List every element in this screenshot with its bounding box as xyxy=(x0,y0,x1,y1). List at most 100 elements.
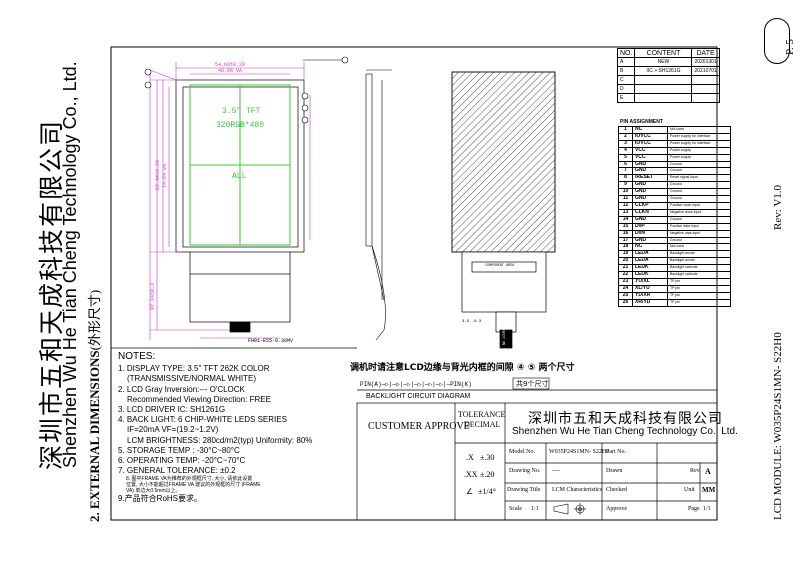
titleblock-company-cn: 深圳市五和天成科技有限公司 xyxy=(528,411,723,427)
pin-description: Backlight anode xyxy=(667,250,731,259)
drawing-no: ---- xyxy=(552,468,560,474)
backlight-pins: PIN(A)─▷|─▷|─▷|─▷|─▷|─▷|─PIN(K) xyxy=(360,381,472,388)
pin-description: Ground xyxy=(667,167,731,176)
drawing-title-label: Drawing Title xyxy=(507,487,541,493)
pin-description: Not used xyxy=(667,126,731,134)
note-item: 1. DISPLAY TYPE: 3.5" TFT 262K COLOR xyxy=(118,364,270,374)
note-item: LCM BRIGHTNESS: 280cd/m2(typ) Uniformity… xyxy=(127,435,313,445)
rev-date xyxy=(691,93,720,103)
rev-header-no: NO. xyxy=(616,48,636,58)
note-item: 位置, 大小不能超过FRAME VA 建议的外观框的尺寸 (FRAME xyxy=(126,482,261,489)
approve-label: Approve xyxy=(606,506,627,512)
note-item: 6. OPERATING TEMP: -20°C~70°C xyxy=(118,456,246,466)
pin-description: Ground xyxy=(667,236,731,245)
note-item: Recommended Viewing Direction: FREE xyxy=(127,394,271,404)
no-cover-label: NO COVER xyxy=(503,327,507,345)
fpc-outline xyxy=(189,273,291,323)
unit-label: Unit xyxy=(684,487,695,493)
rev-header-date: DATE xyxy=(691,48,720,58)
rev-date xyxy=(691,84,720,94)
rev-content: IIC > SH1261G xyxy=(634,66,693,76)
tol-angle: ∠ xyxy=(466,487,474,496)
decimal-label: DECIMAL xyxy=(464,420,501,429)
callouts xyxy=(144,56,349,124)
note-item: 3. LCD DRIVER IC: SH1261G xyxy=(118,405,226,415)
tol-xx-val: ±.20 xyxy=(480,470,495,479)
pin-description: Power supply for interface xyxy=(667,132,731,141)
module-outline xyxy=(175,79,305,253)
rev-no: C xyxy=(616,75,636,85)
drawing-title: LCM Characteristics xyxy=(552,487,603,493)
rev-date: 20201301 xyxy=(691,57,720,67)
fpc-part-label: FH01-E55-0.36MV xyxy=(248,338,293,344)
rev-content xyxy=(634,93,693,103)
pin-description: TP pin xyxy=(667,284,731,293)
page-value: 1/1 xyxy=(703,506,711,512)
pin-description: TP pin xyxy=(667,291,731,300)
pin-description: TP pin xyxy=(667,277,731,286)
title-block xyxy=(356,402,718,521)
pin-description: Positive clock input xyxy=(667,201,731,210)
pin-number: 16 xyxy=(618,229,633,238)
rev-no: A xyxy=(616,57,636,67)
rev-no: E xyxy=(616,93,636,103)
pin-symbol: XR/YD xyxy=(632,298,668,307)
side-view xyxy=(365,69,392,341)
backlight-diagram-title: BACKLIGHT CIRCUIT DIAGRAM xyxy=(366,393,471,400)
active-area xyxy=(189,84,291,246)
pin-description: Ground xyxy=(667,195,731,203)
part-no-label: Part No. xyxy=(606,449,626,455)
pin-description: Power supply for interface xyxy=(667,139,731,148)
rev-date: 20210701 xyxy=(691,66,720,76)
rev-value: A xyxy=(705,467,711,476)
customer-approve: CUSTOMER APPROVE xyxy=(368,421,470,432)
pin-description: Ground xyxy=(667,181,731,190)
note-item: 9.产品符合RoHS要求。 xyxy=(118,494,203,504)
pin-number: 26 xyxy=(618,298,633,307)
pin-symbol: D0N xyxy=(632,229,668,238)
pin-description: Ground xyxy=(667,215,731,224)
pin-symbol: VCC xyxy=(632,153,668,162)
tolerance-label: TOLERANCE xyxy=(458,410,506,419)
all-label: ALL xyxy=(232,172,247,181)
scale-label: Scale xyxy=(509,506,522,512)
note-item: 4. BACK LIGHT: 6 CHIP-WHITE LEDS SERIES xyxy=(118,415,287,425)
pin-description: Ground xyxy=(667,160,731,169)
rev-label: Rev. xyxy=(690,468,701,474)
dimension-labels: 54.66±0.20 48.96 VA 82.04±0.20 74.64 VA … xyxy=(150,62,245,310)
rev-no: B xyxy=(616,66,636,76)
model-no-label: Model No. xyxy=(509,449,535,455)
checked-label: Checked xyxy=(606,487,627,493)
tol-x: .X xyxy=(466,453,474,462)
rev-content xyxy=(634,75,693,85)
page-badge: P. 5 xyxy=(764,18,796,64)
pin-description: Not used xyxy=(667,243,731,252)
resolution-label: 320RGB*480 xyxy=(216,121,264,130)
pin-number: 5 xyxy=(618,153,633,162)
svg-text:48.96 VA: 48.96 VA xyxy=(218,68,242,74)
pin-description: Backlight cathode xyxy=(667,264,731,273)
titleblock-company-en: Shenzhen Wu He Tian Cheng Technology Co.… xyxy=(512,426,738,437)
tol-angle-val: ±1/4° xyxy=(478,487,496,496)
pin-description: Power supply xyxy=(667,153,731,162)
tol-xx: .XX xyxy=(464,470,478,479)
pin-description: Positive data input xyxy=(667,222,731,231)
pin-description: Backlight anode xyxy=(667,257,731,266)
pin-description: Reset signal input xyxy=(667,174,731,183)
notes-heading: NOTES: xyxy=(118,351,156,362)
drawn-label: Drawn xyxy=(606,468,623,474)
pin-description: Power supply xyxy=(667,146,731,155)
rev-content xyxy=(634,84,693,94)
svg-text:54.66±0.20: 54.66±0.20 xyxy=(215,62,245,68)
svg-text:97.24±0.3: 97.24±0.3 xyxy=(150,283,156,310)
rev-date xyxy=(691,75,720,85)
svg-text:3.5 -0.3: 3.5 -0.3 xyxy=(462,320,482,324)
note-item: VA) 单边大0.5mm以上。 xyxy=(126,488,181,495)
tol-x-val: ±.30 xyxy=(480,453,495,462)
pin-description: Backlight cathode xyxy=(667,271,731,279)
note-item: 7. GENERAL TOLERANCE: ±0.2 xyxy=(118,466,236,476)
